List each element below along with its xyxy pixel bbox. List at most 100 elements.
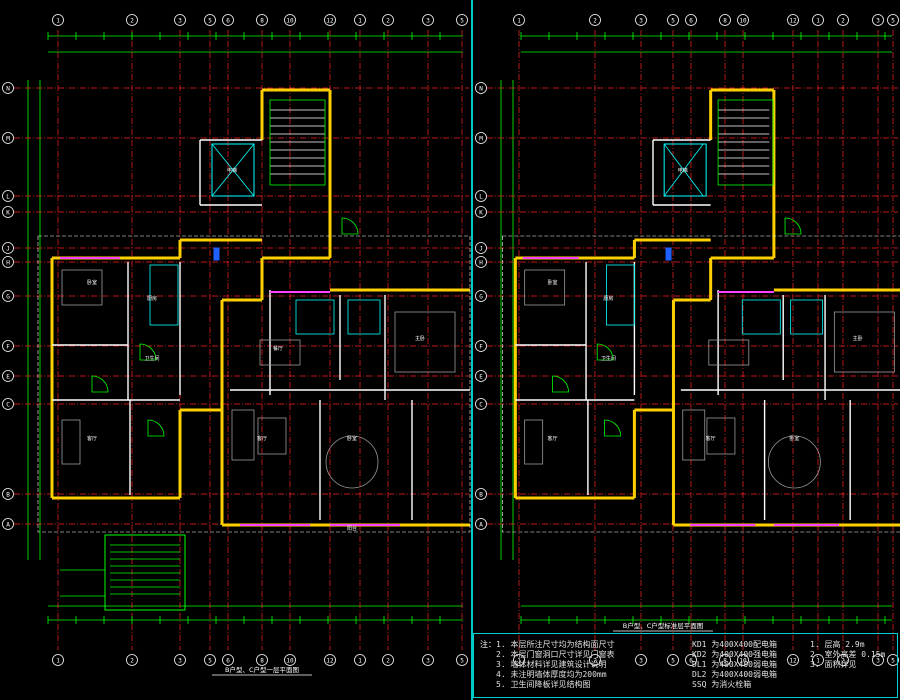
grid-bubble-top: 5 [887,14,899,26]
grid-bubble-label: 3 [426,18,430,25]
grid-bubble-label: 12 [326,658,334,665]
grid-bubble-bottom: 1 [52,654,64,666]
grid-bubble-bottom: 3 [422,654,434,666]
grid-bubble-label: 6 [226,18,230,25]
room-label: 卫生间 [601,355,616,362]
room-label: 客厅 [257,435,267,442]
bathroom-fixtures [347,299,381,335]
sofa [682,409,706,461]
room-label: 卫生间 [144,355,159,362]
grid-bubble-circle [475,242,487,254]
grid-bubble-left: H [2,256,14,268]
grid-bubble-circle [256,14,268,26]
grid-bubble-circle [737,14,749,26]
plan-title: B户型、C户型标准层平面图 [623,621,704,630]
grid-bubble-left: B [475,488,487,500]
grid-bubble-bottom: 2 [126,654,138,666]
grid-bubble-label: 5 [671,658,675,665]
grid-bubble-circle [475,190,487,202]
grid-bubble-circle [2,242,14,254]
grid-bubble-circle [475,290,487,302]
bed [61,269,103,306]
grid-bubble-circle [126,654,138,666]
grid-bubble-circle [422,654,434,666]
grid-bubble-label: B [6,492,10,499]
grid-bubble-circle [475,340,487,352]
grid-bubble-label: 10 [286,18,294,25]
grid-bubble-left: A [475,518,487,530]
note-line: KD2 为400X400强电箱 [692,650,777,659]
grid-bubble-circle [174,14,186,26]
grid-bubble-label: 10 [286,658,294,665]
grid-bubble-circle [422,14,434,26]
grid-bubble-circle [837,654,849,666]
grid-bubble-bottom: 1 [812,654,824,666]
note-line: 2. 室外高差 0.15m [810,650,886,659]
grid-bubble-left: N [2,82,14,94]
grid-bubble-circle [719,14,731,26]
grid-bubble-label: A [479,522,483,529]
grid-bubble-label: M [479,136,483,143]
grid-bubble-bottom: 5 [456,654,468,666]
grid-bubble-label: 8 [260,18,264,25]
bathroom-fixtures [295,299,335,335]
grid-bubble-label: F [6,344,10,351]
room-label: 电梯 [227,167,237,174]
grid-bubble-circle [204,14,216,26]
grid-bubble-bottom: 12 [324,654,336,666]
grid-bubble-label: 5 [208,18,212,25]
grid-bubble-label: E [6,374,10,381]
room-label: 卧室 [347,435,357,442]
grid-bubble-circle [284,14,296,26]
grid-bubble-label: 5 [891,658,895,665]
grid-bubble-label: 6 [226,658,230,665]
grid-bubble-label: 5 [891,18,895,25]
entrance-canopy [104,534,186,611]
grid-bubble-circle [787,14,799,26]
grid-bubble-left: A [2,518,14,530]
grid-bubble-circle [2,340,14,352]
grid-bubble-circle [284,654,296,666]
grid-bubble-label: 1 [358,18,362,25]
grid-bubble-label: 8 [723,18,727,25]
sofa [61,419,81,465]
grid-bubble-label: 2 [130,658,134,665]
grid-bubble-label: 2 [386,658,390,665]
grid-bubble-circle [812,654,824,666]
grid-bubble-label: 5 [208,658,212,665]
stair-well [269,99,326,186]
note-line: 1. 层高 2.9m [810,640,865,649]
grid-bubble-left: L [475,190,487,202]
room-label: 主卧 [415,335,425,342]
grid-bubble-label: E [479,374,483,381]
grid-bubble-top: 1 [52,14,64,26]
floor-plan-right: 1122335566881010121211223355NMLKJHGFECBA… [475,14,900,666]
grid-bubble-label: 3 [426,658,430,665]
grid-bubble-circle [126,14,138,26]
grid-bubble-label: M [6,136,10,143]
grid-bubble-label: 5 [460,18,464,25]
note-line: 3. 墙体材料详见建筑设计说明 [496,660,607,669]
grid-bubble-top: 10 [737,14,749,26]
grid-bubble-top: 8 [719,14,731,26]
grid-bubble-circle [2,370,14,382]
grid-bubble-label: N [6,86,10,93]
note-line: 5. 卫生间降板详见结构图 [496,680,591,689]
grid-bubble-left: E [475,370,487,382]
grid-bubble-circle [382,654,394,666]
grid-bubble-circle [513,14,525,26]
grid-bubble-left: N [475,82,487,94]
grid-bubble-circle [685,654,697,666]
round-bed [767,435,821,489]
bed [833,311,895,373]
grid-bubble-left: G [2,290,14,302]
grid-bubble-top: 10 [284,14,296,26]
grid-bubble-top: 6 [685,14,697,26]
grid-bubble-circle [324,14,336,26]
grid-bubble-bottom: 2 [837,654,849,666]
grid-bubble-circle [887,654,899,666]
door-swing [596,343,614,361]
elevator-cross [211,143,255,197]
grid-bubble-label: F [479,344,483,351]
